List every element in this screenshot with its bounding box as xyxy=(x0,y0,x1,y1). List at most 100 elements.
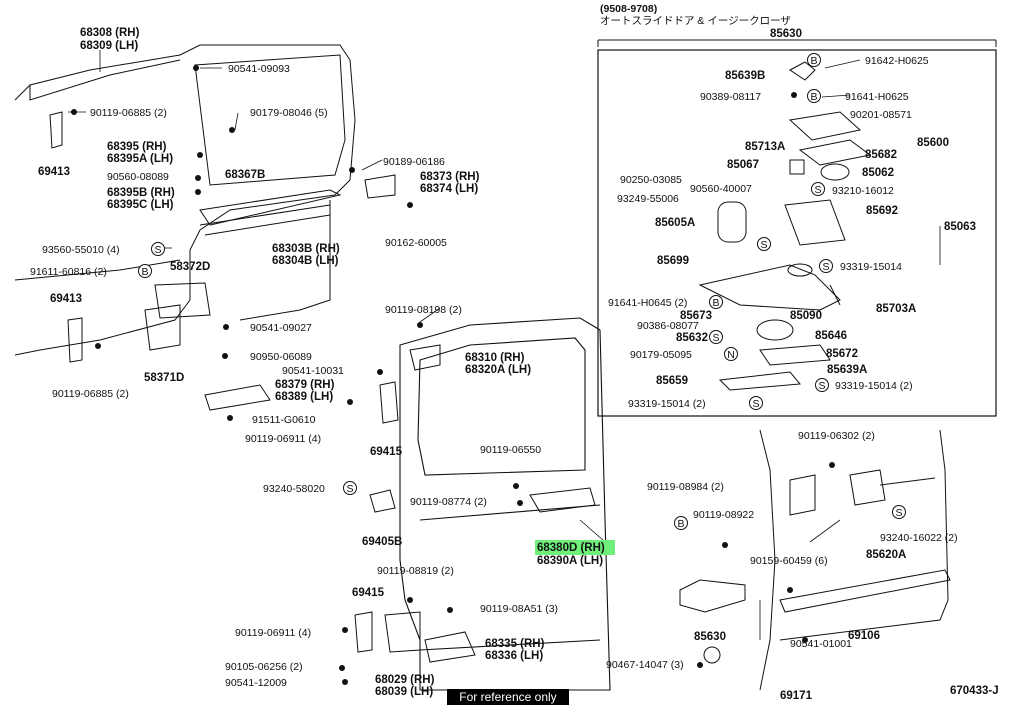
label-85672: 85672 xyxy=(826,348,858,360)
n-marker-icon: N xyxy=(724,347,738,361)
svg-text:S: S xyxy=(822,261,829,273)
label-85090: 85090 xyxy=(790,310,822,322)
svg-text:S: S xyxy=(154,244,161,256)
b-marker-icon: B xyxy=(709,295,723,309)
label-69413-a: 69413 xyxy=(38,166,70,178)
label-69171: 69171 xyxy=(780,690,813,702)
label-68029: 68029 (RH) xyxy=(375,674,435,686)
quarter-panel xyxy=(14,44,356,356)
label-68335: 68335 (RH) xyxy=(485,638,545,650)
label-85639a: 85639A xyxy=(827,364,867,376)
label-68039: 68039 (LH) xyxy=(375,686,433,698)
label-91641-h0625: 91641-H0625 xyxy=(845,91,909,103)
label-69106: 69106 xyxy=(848,630,880,642)
label-68379: 68379 (RH) xyxy=(275,379,335,391)
svg-text:S: S xyxy=(760,239,767,251)
s-marker-icon: S xyxy=(819,259,833,273)
label-90105-06256: 90105-06256 (2) xyxy=(225,661,303,673)
label-85699: 85699 xyxy=(657,255,689,267)
label-90950-06089: 90950-06089 xyxy=(250,351,312,363)
label-85063: 85063 xyxy=(944,221,976,233)
fastener-dots xyxy=(71,65,835,685)
label-85067: 85067 xyxy=(727,159,759,171)
label-68389: 68389 (LH) xyxy=(275,391,333,403)
label-90189-06186: 90189-06186 xyxy=(383,156,445,168)
label-90119-06302: 90119-06302 (2) xyxy=(798,430,875,442)
label-68390a: 68390A (LH) xyxy=(537,555,603,567)
s-marker-icon: S xyxy=(709,330,723,344)
label-85620a: 85620A xyxy=(866,549,906,561)
label-68320a: 68320A (LH) xyxy=(465,364,531,376)
label-68309: 68309 (LH) xyxy=(80,40,138,52)
label-93249-55006: 93249-55006 xyxy=(617,193,679,205)
label-93240-58020: 93240-58020 xyxy=(263,483,325,495)
label-90560-08089: 90560-08089 xyxy=(107,171,169,183)
label-68336: 68336 (LH) xyxy=(485,650,543,662)
label-58371d: 58371D xyxy=(144,372,184,384)
label-58372d: 58372D xyxy=(170,261,210,273)
svg-text:S: S xyxy=(346,483,353,495)
svg-text:B: B xyxy=(810,55,817,67)
label-69415-a: 69415 xyxy=(370,446,403,458)
label-93319-15014-b: 93319-15014 (2) xyxy=(835,380,913,392)
label-90541-10031: 90541-10031 xyxy=(282,365,344,377)
label-68303b: 68303B (RH) xyxy=(272,243,340,255)
label-90541-09093: 90541-09093 xyxy=(228,63,290,75)
label-68395a: 68395A (LH) xyxy=(107,153,173,165)
s-marker-icon: S xyxy=(892,505,906,519)
label-93319-15014-a: 93319-15014 xyxy=(840,261,902,273)
label-90560-40007: 90560-40007 xyxy=(690,183,752,195)
label-85646: 85646 xyxy=(815,330,847,342)
label-68304b: 68304B (LH) xyxy=(272,255,339,267)
svg-text:B: B xyxy=(712,297,719,309)
label-91642-h0625: 91642-H0625 xyxy=(865,55,929,67)
svg-text:S: S xyxy=(814,184,821,196)
label-93319-15014-c: 93319-15014 (2) xyxy=(628,398,706,410)
s-marker-icon: S xyxy=(151,242,165,256)
label-68373: 68373 (RH) xyxy=(420,171,480,183)
label-85703a: 85703A xyxy=(876,303,916,315)
label-68395c: 68395C (LH) xyxy=(107,199,174,211)
label-93210-16012: 93210-16012 xyxy=(832,185,894,197)
label-90119-06885-a: 90119-06885 (2) xyxy=(90,107,167,119)
label-68374: 68374 (LH) xyxy=(420,183,478,195)
s-marker-icon: S xyxy=(343,481,357,495)
svg-text:S: S xyxy=(752,398,759,410)
label-85600: 85600 xyxy=(917,137,949,149)
s-marker-icon: S xyxy=(757,237,771,251)
exploded-view-box xyxy=(597,49,997,417)
s-marker-icon: S xyxy=(811,182,825,196)
label-90159-60459: 90159-60459 (6) xyxy=(750,555,828,567)
label-68380d: 68380D (RH) xyxy=(537,542,605,554)
label-90119-08774: 90119-08774 (2) xyxy=(410,496,487,508)
label-85673: 85673 xyxy=(680,310,712,322)
svg-text:S: S xyxy=(895,507,902,519)
label-90250-03085: 90250-03085 xyxy=(620,174,682,186)
svg-text:N: N xyxy=(727,349,735,361)
label-91641-h0645: 91641-H0645 (2) xyxy=(608,297,687,309)
label-90201-08571: 90201-08571 xyxy=(850,109,912,121)
b-marker-icon: B xyxy=(807,53,821,67)
label-93560-55010: 93560-55010 (4) xyxy=(42,244,120,256)
label-68310: 68310 (RH) xyxy=(465,352,525,364)
svg-text:S: S xyxy=(818,380,825,392)
svg-text:B: B xyxy=(677,518,684,530)
label-90389-08117: 90389-08117 xyxy=(700,91,761,103)
marker-symbols: S B S B B S S S B S N S S B S xyxy=(138,53,906,530)
label-69405b: 69405B xyxy=(362,536,402,548)
label-91511-g0610: 91511-G0610 xyxy=(252,414,316,426)
header-feature: オートスライドドア & イージークローザ xyxy=(600,15,791,27)
label-85713a: 85713A xyxy=(745,141,785,153)
label-85659: 85659 xyxy=(656,375,688,387)
svg-text:S: S xyxy=(712,332,719,344)
label-68308: 68308 (RH) xyxy=(80,27,140,39)
label-90119-06911-b: 90119-06911 (4) xyxy=(235,627,311,639)
sliding-door xyxy=(399,317,611,691)
label-85692: 85692 xyxy=(866,205,898,217)
label-90119-08198: 90119-08198 (2) xyxy=(385,304,462,316)
label-68395b: 68395B (RH) xyxy=(107,187,175,199)
reference-only-badge: For reference only xyxy=(447,689,569,705)
label-90386-08077: 90386-08077 xyxy=(637,320,699,332)
s-marker-icon: S xyxy=(749,396,763,410)
